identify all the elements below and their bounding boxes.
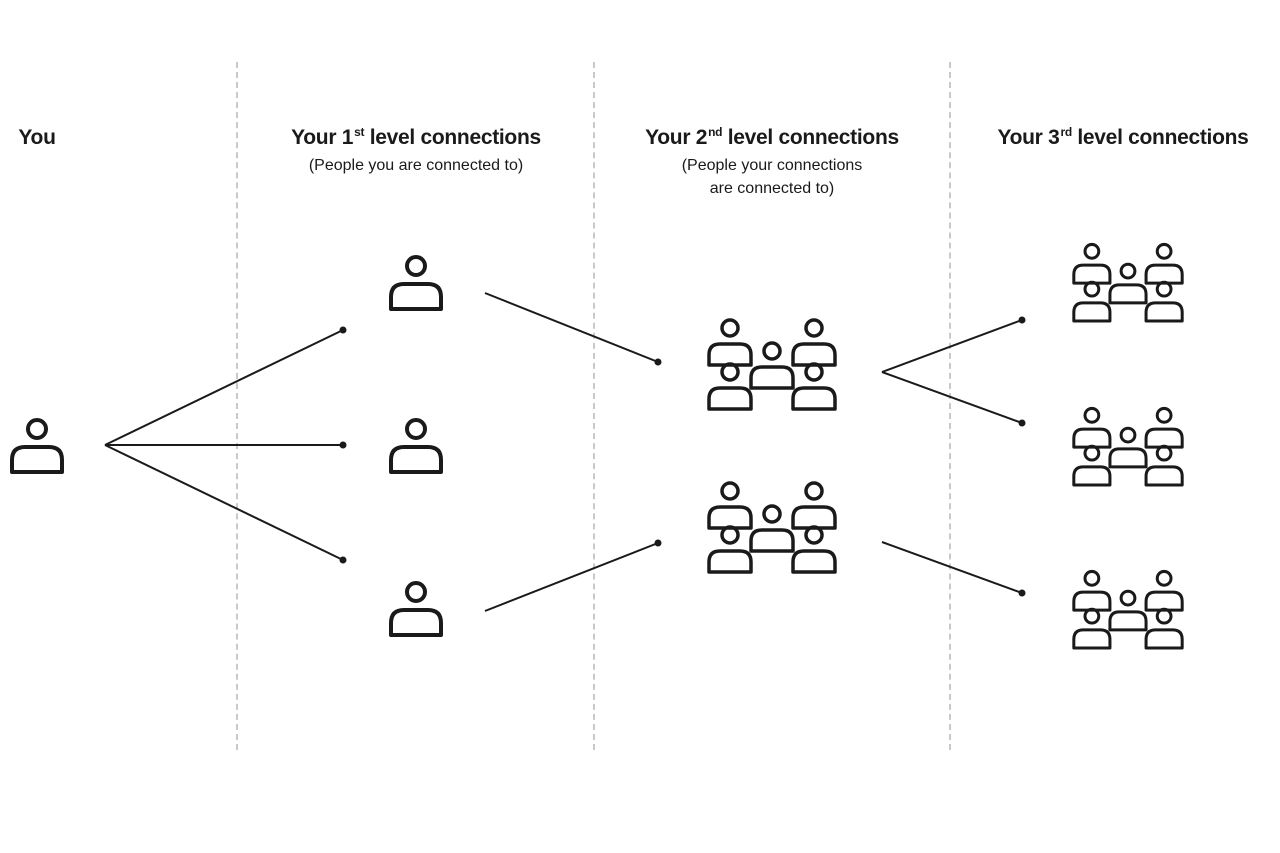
connection-lines [104,292,1023,612]
person-icon [10,418,64,474]
connector-line [104,444,344,561]
column-divider [236,62,238,750]
connector-line [484,292,659,363]
endpoint-dot [339,326,347,334]
connector-line [104,329,344,446]
connector-line [881,371,1023,424]
endpoint-dot [654,358,662,366]
column-title-second-level: Your 2nd level connections [645,125,899,149]
endpoint-dot [1018,589,1026,597]
connector-line [484,542,659,612]
column-subtitle-second-level: (People your connections are connected t… [681,157,863,197]
column-header-you: You [0,126,74,150]
group-of-people-icon [1074,244,1182,321]
endpoint-dot [1018,419,1026,427]
group-of-people-icon [1074,571,1182,648]
person-icon [389,255,443,311]
column-title-you: You [18,126,56,149]
column-divider [593,62,595,750]
connection-endpoints [339,316,1026,597]
person-icon [389,418,443,474]
connector-line [881,541,1023,594]
group-of-people-icon [709,320,835,409]
endpoint-dot [339,556,347,564]
column-title-third-level: Your 3rd level connections [997,125,1249,149]
column-header-first-level: Your 1st level connections (People you a… [246,125,586,177]
column-subtitle-first-level: (People you are connected to) [308,157,524,174]
column-header-third-level: Your 3rd level connections [966,125,1280,150]
endpoint-dot [339,441,347,449]
person-icon [389,581,443,637]
group-of-people-icon [1074,408,1182,485]
column-title-first-level: Your 1st level connections [291,125,541,149]
column-divider [949,62,951,750]
connector-line [881,319,1023,373]
endpoint-dot [654,539,662,547]
group-of-people-icon [709,483,835,572]
endpoint-dot [1018,316,1026,324]
column-header-second-level: Your 2nd level connections (People your … [602,125,942,200]
